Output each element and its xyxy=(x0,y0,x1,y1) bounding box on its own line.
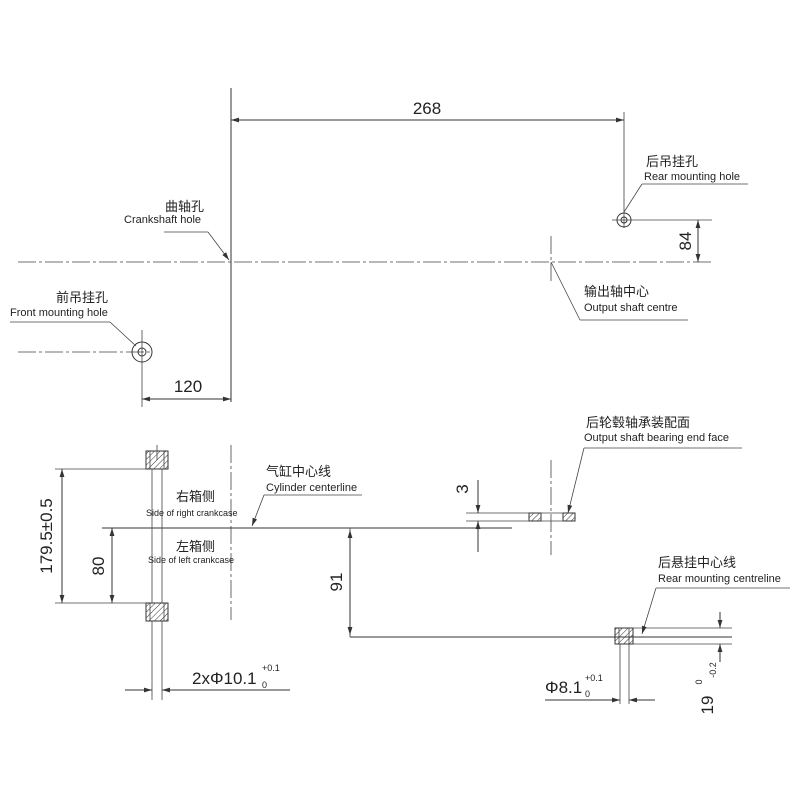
front-hole-leader xyxy=(109,321,137,347)
bearing-face-label-cn: 后轮毂轴承装配面 xyxy=(586,415,690,430)
crankshaft-leader xyxy=(207,231,230,261)
cylinder-centerline-label-en: Cylinder centerline xyxy=(266,482,357,494)
dim-84: 84 xyxy=(676,232,695,251)
top-view: 268 84 后吊挂孔 Rear mounting hole 曲轴孔 Crank… xyxy=(10,88,748,407)
dim-120: 120 xyxy=(174,377,202,396)
output-shaft-leader xyxy=(550,261,581,321)
crankshaft-label-cn: 曲轴孔 xyxy=(165,199,204,214)
output-shaft-label-cn: 输出轴中心 xyxy=(584,284,649,299)
side-view: 179.5±0.5 80 右箱侧 Side of right crankcase… xyxy=(37,415,790,714)
dim-3: 3 xyxy=(453,484,472,493)
dim-hole-right-upper: +0.1 xyxy=(585,673,603,683)
right-crankcase-label-cn: 右箱侧 xyxy=(176,489,215,504)
bearing-face-symbol xyxy=(528,512,576,522)
dim-hole-right-lower: 0 xyxy=(585,689,590,699)
left-crankcase-label-en: Side of left crankcase xyxy=(148,555,234,565)
dim-hole-left-upper: +0.1 xyxy=(262,663,280,673)
rear-mounting-hole-symbol xyxy=(612,212,712,228)
rear-hole-label-en: Rear mounting hole xyxy=(644,171,740,183)
right-crankcase-label-en: Side of right crankcase xyxy=(146,508,238,518)
dim-179: 179.5±0.5 xyxy=(37,498,56,574)
rear-centreline-label-cn: 后悬挂中心线 xyxy=(658,555,736,570)
lower-bushing xyxy=(145,602,169,622)
dim-91: 91 xyxy=(327,573,346,592)
cylinder-centerline-leader xyxy=(251,494,265,527)
rear-centreline-label-en: Rear mounting centreline xyxy=(658,573,781,585)
dim-hole-left-lower: 0 xyxy=(262,680,267,690)
bearing-face-leader xyxy=(567,447,585,514)
front-hole-label-cn: 前吊挂孔 xyxy=(56,290,108,305)
crankshaft-label-en: Crankshaft hole xyxy=(124,214,201,226)
dim-19-main: 19 xyxy=(698,696,717,715)
dim-19-lower: -0.2 xyxy=(708,662,718,678)
dim-hole-right-main: Φ8.1 xyxy=(545,678,582,697)
output-shaft-label-en: Output shaft centre xyxy=(584,302,678,314)
dim-80: 80 xyxy=(89,557,108,576)
rear-centreline-leader xyxy=(641,587,657,635)
dim-268: 268 xyxy=(413,99,441,118)
cylinder-centerline-label-cn: 气缸中心线 xyxy=(266,464,331,479)
dim-19-upper: 0 xyxy=(694,679,704,684)
front-hole-label-en: Front mounting hole xyxy=(10,307,108,319)
rear-suspension-bushing xyxy=(614,627,634,645)
rear-hole-label-cn: 后吊挂孔 xyxy=(646,154,698,169)
bearing-face-label-en: Output shaft bearing end face xyxy=(584,432,729,444)
dim-hole-left-main: 2xΦ10.1 xyxy=(192,669,257,688)
rear-hole-leader xyxy=(623,183,643,213)
left-crankcase-label-cn: 左箱侧 xyxy=(176,539,215,554)
front-mounting-hole-symbol xyxy=(18,330,153,407)
